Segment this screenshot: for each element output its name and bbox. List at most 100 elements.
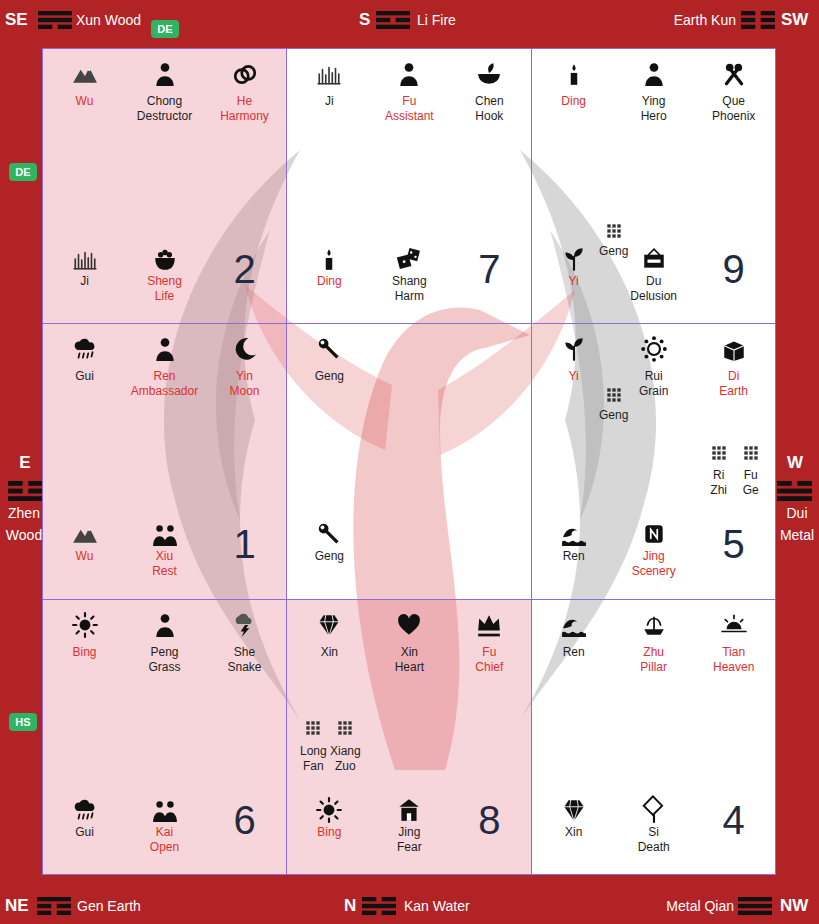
icon-part bbox=[617, 224, 620, 227]
trigram-bar bbox=[57, 904, 71, 908]
icon-part bbox=[78, 353, 92, 358]
symbol-icon bbox=[232, 61, 258, 87]
icon-part bbox=[79, 619, 90, 630]
icon-part bbox=[488, 63, 493, 73]
trigram-bar bbox=[376, 11, 410, 15]
symbol-label: Yin Moon bbox=[229, 369, 259, 399]
icon-part bbox=[649, 63, 658, 72]
trigram-name: Kan Water bbox=[404, 896, 470, 916]
icon-part bbox=[749, 447, 752, 450]
marker-label: Xiang Zuo bbox=[330, 744, 361, 774]
icon-part bbox=[724, 346, 744, 361]
symbol-icon bbox=[396, 246, 422, 272]
icon-part bbox=[318, 82, 340, 84]
symbol-icon bbox=[561, 521, 587, 547]
icon-part bbox=[722, 615, 746, 631]
icon-part bbox=[317, 798, 341, 822]
icon-part bbox=[647, 617, 660, 629]
icon-part bbox=[410, 251, 412, 253]
symbol-label: Geng bbox=[315, 549, 344, 564]
symbol-label: Fu Assistant bbox=[385, 94, 434, 124]
symbol-icon bbox=[561, 61, 587, 87]
icon-part bbox=[607, 394, 610, 397]
symbol-icon bbox=[316, 612, 342, 638]
palace-cell: BingPeng GrassShe SnakeGuiKai Open6 bbox=[42, 600, 288, 875]
icon-part bbox=[320, 615, 340, 636]
icon-part bbox=[562, 541, 586, 546]
trigram-bar bbox=[741, 18, 755, 22]
symbol-icon bbox=[561, 336, 587, 362]
symbol-label: Gui bbox=[75, 369, 94, 384]
symbol-label: Bing bbox=[72, 645, 96, 660]
icon-part bbox=[478, 74, 500, 84]
icon-part bbox=[349, 726, 352, 729]
symbol-label: She Snake bbox=[227, 645, 261, 675]
trigram-name: Li Fire bbox=[417, 10, 456, 30]
palace-cell: JiFu AssistantChen HookDingShang Harm7 bbox=[287, 48, 531, 325]
icon-part bbox=[78, 813, 92, 818]
icon-part bbox=[339, 731, 342, 734]
trigram-symbol bbox=[362, 897, 396, 915]
icon-part bbox=[407, 248, 420, 261]
palace-cell: XinXin HeartFu ChiefLong FanXiang ZuoBin… bbox=[287, 600, 531, 875]
icon-part bbox=[87, 67, 90, 71]
direction-badge: DE bbox=[151, 20, 178, 38]
icon-part bbox=[612, 224, 615, 227]
symbol-label: Zhu Pillar bbox=[640, 645, 667, 675]
trigram-bar bbox=[761, 25, 775, 29]
icon-part bbox=[339, 726, 342, 729]
trigram-bar bbox=[382, 897, 396, 901]
icon-part bbox=[607, 389, 610, 392]
symbol-label: Jing Fear bbox=[397, 825, 422, 855]
symbol-icon bbox=[476, 612, 502, 638]
icon-part bbox=[320, 340, 326, 346]
symbol-icon bbox=[641, 797, 667, 823]
icon-part bbox=[163, 812, 176, 822]
icon-part bbox=[156, 76, 173, 86]
icon-part bbox=[405, 63, 414, 72]
icon-part bbox=[663, 347, 667, 351]
trigram-bar bbox=[58, 25, 72, 29]
badge-text: HS bbox=[15, 713, 30, 731]
symbol-label: Jing Scenery bbox=[632, 549, 676, 579]
icon-part bbox=[312, 731, 315, 734]
icon-part bbox=[644, 254, 664, 267]
trigram-bar bbox=[38, 25, 52, 29]
trigram-bar bbox=[797, 481, 812, 486]
icon-part bbox=[574, 338, 583, 347]
symbol-label: Ying Hero bbox=[641, 94, 667, 124]
icon-part bbox=[652, 337, 656, 341]
trigram-symbol bbox=[8, 481, 43, 501]
symbol-label: Que Phoenix bbox=[712, 94, 755, 124]
direction-badge: HS bbox=[9, 713, 36, 731]
symbol-label: Gui bbox=[75, 825, 94, 840]
icon-part bbox=[344, 726, 347, 729]
icon-part bbox=[74, 267, 96, 269]
palace-number: 6 bbox=[233, 798, 255, 842]
palace-number: 2 bbox=[233, 247, 255, 291]
symbol-icon bbox=[72, 336, 98, 362]
symbol-icon bbox=[561, 246, 587, 272]
icon-part bbox=[167, 801, 174, 808]
icon-part bbox=[240, 625, 249, 637]
trigram-bar bbox=[382, 911, 396, 915]
trigram-name: Dui Metal bbox=[780, 502, 814, 546]
marker-label: Ri Zhi bbox=[710, 468, 727, 498]
symbol-icon bbox=[743, 445, 759, 461]
icon-part bbox=[344, 721, 347, 724]
icon-part bbox=[317, 337, 331, 351]
icon-part bbox=[317, 721, 320, 724]
palace-number: 4 bbox=[723, 798, 745, 842]
trigram-symbol bbox=[738, 897, 772, 915]
icon-part bbox=[307, 731, 310, 734]
trigram-bar bbox=[761, 11, 775, 15]
symbol-icon bbox=[641, 61, 667, 87]
icon-part bbox=[349, 721, 352, 724]
trigram-bar bbox=[38, 11, 72, 15]
icon-part bbox=[645, 526, 662, 543]
trigram-bar bbox=[738, 897, 772, 901]
trigram-bar bbox=[396, 18, 410, 22]
trigram-bar bbox=[362, 911, 376, 915]
trigram-bar bbox=[376, 25, 410, 29]
icon-part bbox=[403, 260, 406, 263]
